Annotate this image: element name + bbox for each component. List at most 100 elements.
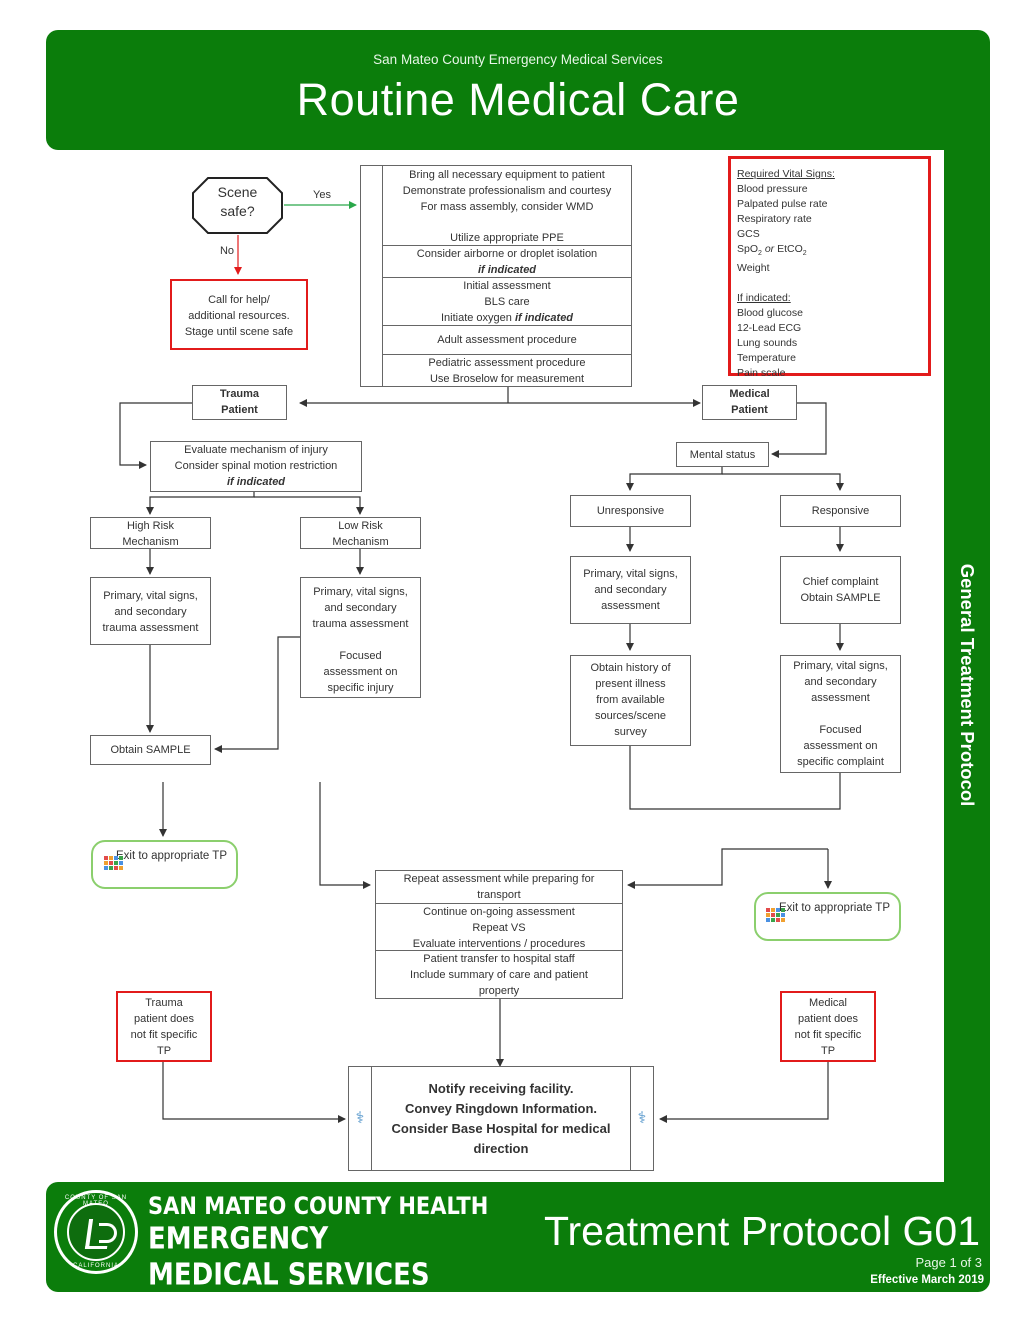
if-item: Lung sounds bbox=[737, 337, 798, 350]
scene-line1: Scene bbox=[217, 184, 258, 200]
vitals-heading: Required Vital Signs: bbox=[737, 168, 835, 180]
initial-s4-line1: Adult assessment procedure bbox=[437, 334, 577, 346]
medical-nofit-box: Medical patient does not fit specific TP bbox=[780, 991, 876, 1062]
initial-section-1: Bring all necessary equipment to patient… bbox=[382, 165, 632, 246]
lr-assess-line6: specific injury bbox=[327, 682, 394, 694]
scene-octagon bbox=[192, 177, 283, 234]
notify-line4: direction bbox=[473, 1141, 529, 1156]
high-risk-line2: Mechanism bbox=[122, 536, 179, 548]
footer-org-line3: MEDICAL SERVICES bbox=[148, 1258, 430, 1293]
hr-assess-line2: and secondary bbox=[114, 606, 187, 618]
notify-line1: Notify receiving facility. bbox=[428, 1081, 574, 1096]
low-risk-line1: Low Risk bbox=[338, 520, 383, 532]
page-number: Page 1 of 3 bbox=[915, 1255, 983, 1270]
repeat-section-2: Continue on-going assessment Repeat VS E… bbox=[376, 903, 622, 950]
lr-assess-line1: Primary, vital signs, bbox=[313, 586, 408, 598]
tp-grid-icon bbox=[104, 856, 123, 870]
chief-complaint-box: Chief complaint Obtain SAMPLE bbox=[780, 556, 901, 624]
notify-divider-left bbox=[371, 1067, 372, 1170]
spo2-sub: 2 bbox=[758, 250, 762, 258]
page-title: Routine Medical Care bbox=[296, 74, 740, 125]
high-risk-line1: High Risk bbox=[126, 520, 175, 532]
initial-s2-line1: Utilize appropriate PPE bbox=[450, 232, 564, 244]
exit-right-line2: appropriate TP bbox=[814, 902, 891, 914]
if-item: Pain scale bbox=[737, 367, 786, 380]
initial-section-5: Pediatric assessment procedure Use Brose… bbox=[382, 355, 632, 387]
footer-org-line2: EMERGENCY bbox=[148, 1222, 329, 1257]
resp-assess-line5: assessment on bbox=[803, 740, 878, 752]
vital-item: Blood pressure bbox=[737, 183, 808, 195]
evaluate-line2: Consider spinal motion restriction bbox=[174, 460, 338, 472]
help-line1: Call for help/ bbox=[208, 294, 270, 306]
trauma-nofit-line1: Trauma bbox=[145, 997, 183, 1009]
vital-item-spo2: SpO2 or EtCO2 bbox=[737, 242, 928, 261]
seal-bottom-text: CALIFORNIA bbox=[72, 1263, 119, 1269]
resp-assess-line2: and secondary bbox=[804, 676, 877, 688]
lr-assess-line2: and secondary bbox=[324, 602, 397, 614]
seal-inner bbox=[67, 1203, 125, 1261]
responsive-assessment-box: Primary, vital signs, and secondary asse… bbox=[780, 655, 901, 773]
resp-assess-line4: Focused bbox=[819, 724, 862, 736]
resp-assess-line3: assessment bbox=[811, 692, 870, 704]
medical-line1: Medical bbox=[729, 388, 770, 400]
trauma-patient-box: Trauma Patient bbox=[192, 385, 287, 420]
repeat-b-line1: Continue on-going assessment bbox=[423, 906, 575, 918]
trauma-nofit-line2: patient does bbox=[134, 1013, 194, 1025]
etco2-sub: 2 bbox=[802, 250, 807, 258]
scene-safe-decision: Scene safe? bbox=[195, 183, 280, 227]
history-line5: survey bbox=[614, 726, 647, 738]
history-line4: sources/scene bbox=[595, 710, 666, 722]
unresponsive-box: Unresponsive bbox=[570, 495, 691, 527]
hr-assess-line1: Primary, vital signs, bbox=[103, 590, 198, 602]
chief-line1: Chief complaint bbox=[802, 576, 879, 588]
medical-nofit-line2: patient does bbox=[798, 1013, 858, 1025]
scene-line2: safe? bbox=[220, 203, 255, 219]
repeat-assessment-box: Repeat assessment while preparing for tr… bbox=[375, 870, 623, 999]
effective-date: Effective March 2019 bbox=[870, 1274, 984, 1286]
resp-assess-line6: specific complaint bbox=[797, 756, 884, 768]
low-risk-line2: Mechanism bbox=[332, 536, 389, 548]
help-line2: additional resources. bbox=[188, 310, 290, 322]
exit-left-line1: Exit to bbox=[115, 850, 148, 862]
lr-assess-line5: assessment on bbox=[323, 666, 398, 678]
initial-s3-line3: Initiate oxygen bbox=[440, 312, 515, 324]
help-line3: Stage until scene safe bbox=[184, 326, 294, 338]
unresp-assess-line3: assessment bbox=[601, 600, 660, 612]
initial-section-4: Adult assessment procedure bbox=[382, 326, 632, 355]
vital-item: Palpated pulse rate bbox=[737, 198, 828, 210]
initial-s3-line2: BLS care bbox=[484, 296, 530, 308]
tp-grid-icon bbox=[766, 908, 785, 922]
header-banner: San Mateo County Emergency Medical Servi… bbox=[46, 30, 990, 150]
obtain-sample-box: Obtain SAMPLE bbox=[90, 735, 211, 765]
initial-section-2: Consider airborne or droplet isolation i… bbox=[382, 246, 632, 278]
unresp-assess-line2: and secondary bbox=[594, 584, 667, 596]
caduceus-icon: ⚕ bbox=[355, 1110, 365, 1127]
repeat-c-line2: Include summary of care and patient bbox=[410, 969, 588, 981]
low-risk-assessment-box: Primary, vital signs, and secondary trau… bbox=[300, 577, 421, 698]
medical-nofit-line1: Medical bbox=[809, 997, 847, 1009]
lr-assess-line3: trauma assessment bbox=[312, 618, 409, 630]
exit-right-line1: Exit to bbox=[778, 902, 811, 914]
repeat-section-3: Patient transfer to hospital staff Inclu… bbox=[376, 950, 622, 998]
initial-procedures-box: Bring all necessary equipment to patient… bbox=[360, 165, 632, 387]
history-line1: Obtain history of bbox=[590, 662, 671, 674]
trauma-nofit-box: Trauma patient does not fit specific TP bbox=[116, 991, 212, 1062]
vital-item: Respiratory rate bbox=[737, 213, 812, 225]
repeat-b-line3: Evaluate interventions / procedures bbox=[412, 938, 586, 950]
high-risk-box: High Risk Mechanism bbox=[90, 517, 211, 549]
footer-org-line1: SAN MATEO COUNTY HEALTH bbox=[148, 1192, 489, 1220]
if-item: Temperature bbox=[737, 352, 796, 365]
history-line3: from available bbox=[596, 694, 665, 706]
medical-line2: Patient bbox=[731, 404, 768, 416]
call-for-help-box: Call for help/ additional resources. Sta… bbox=[170, 279, 308, 350]
yes-label: Yes bbox=[313, 189, 331, 201]
initial-box-bracket bbox=[360, 165, 382, 387]
initial-s1-line3: For mass assembly, consider WMD bbox=[420, 201, 594, 213]
repeat-a-line2: transport bbox=[477, 889, 521, 901]
initial-s5-line2: Use Broselow for measurement bbox=[429, 373, 585, 385]
notify-divider-right bbox=[630, 1067, 631, 1170]
unresp-assess-line1: Primary, vital signs, bbox=[583, 568, 678, 580]
evaluate-mechanism-box: Evaluate mechanism of injury Consider sp… bbox=[150, 441, 362, 492]
trauma-nofit-line3: not fit specific bbox=[130, 1029, 198, 1041]
